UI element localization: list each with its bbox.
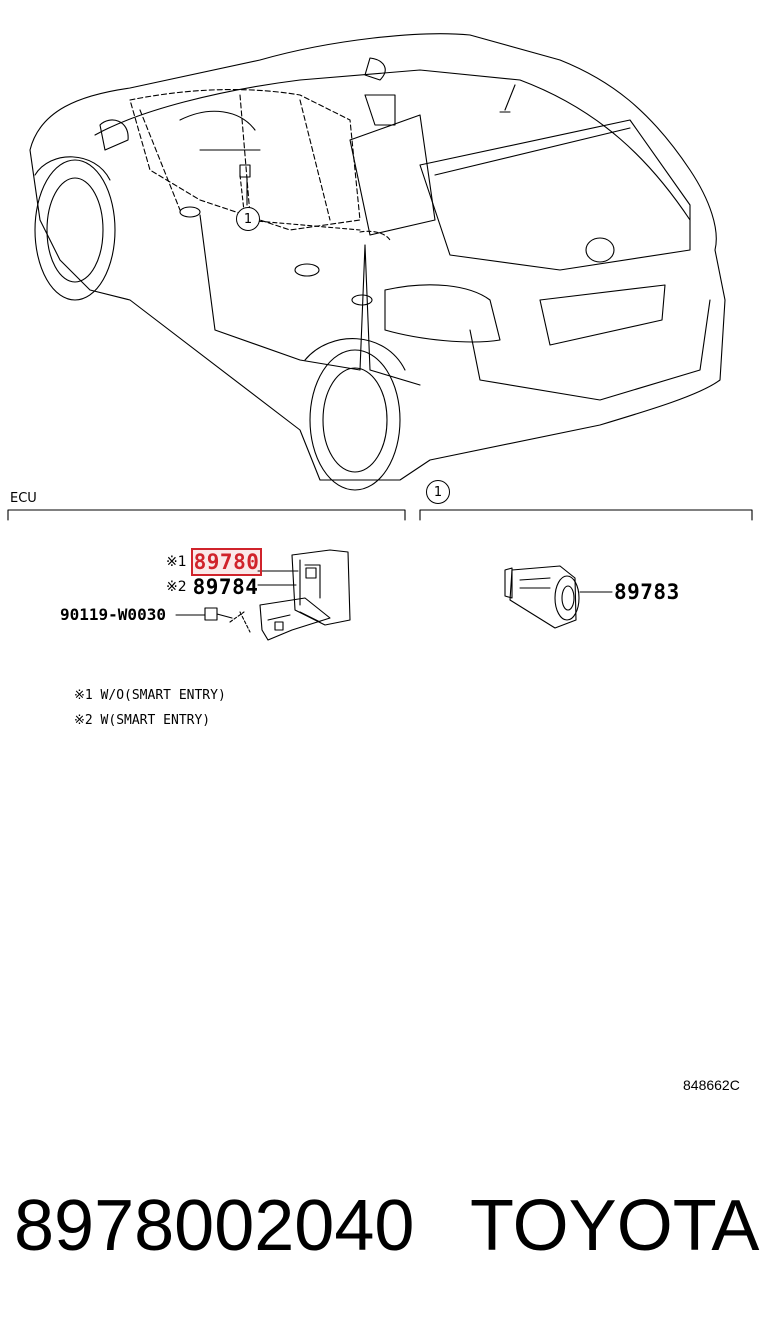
sensor-part-number[interactable]: 89783 (614, 580, 680, 604)
ecu-alt-callout: ※2 89784 (166, 575, 258, 599)
footnote-2: ※2 W(SMART ENTRY) (74, 713, 211, 728)
vehicle-illustration (29, 33, 726, 491)
sensor-section-callout-label: 1 (433, 484, 443, 500)
ecu-section-title: ECU (10, 491, 37, 506)
parts-diagram (7, 33, 753, 641)
ecu-alt-mark: ※2 (166, 579, 187, 595)
sensor-part-illustration (504, 565, 580, 629)
bolt-part-number[interactable]: 90119-W0030 (60, 605, 166, 624)
footnote-1: ※1 W/O(SMART ENTRY) (74, 688, 226, 703)
ecu-primary-callout: ※1 89780 (166, 548, 263, 576)
footer-brand: TOYOTA (470, 1186, 760, 1266)
ecu-section-bracket (7, 509, 406, 521)
ecu-primary-part-number[interactable]: 89780 (190, 548, 263, 576)
sensor-section-bracket (419, 509, 753, 521)
ecu-alt-part-number[interactable]: 89784 (192, 575, 259, 599)
sensor-section-callout: 1 (426, 480, 450, 504)
illustration-code: 848662C (683, 1077, 740, 1093)
bolt-illustration (204, 607, 233, 621)
vehicle-callout-label: 1 (243, 211, 253, 227)
vehicle-callout-marker: 1 (236, 207, 260, 231)
ecu-part-illustration (229, 549, 351, 641)
footer-part-number: 8978002040 (14, 1186, 415, 1266)
ecu-primary-mark: ※1 (166, 554, 187, 570)
